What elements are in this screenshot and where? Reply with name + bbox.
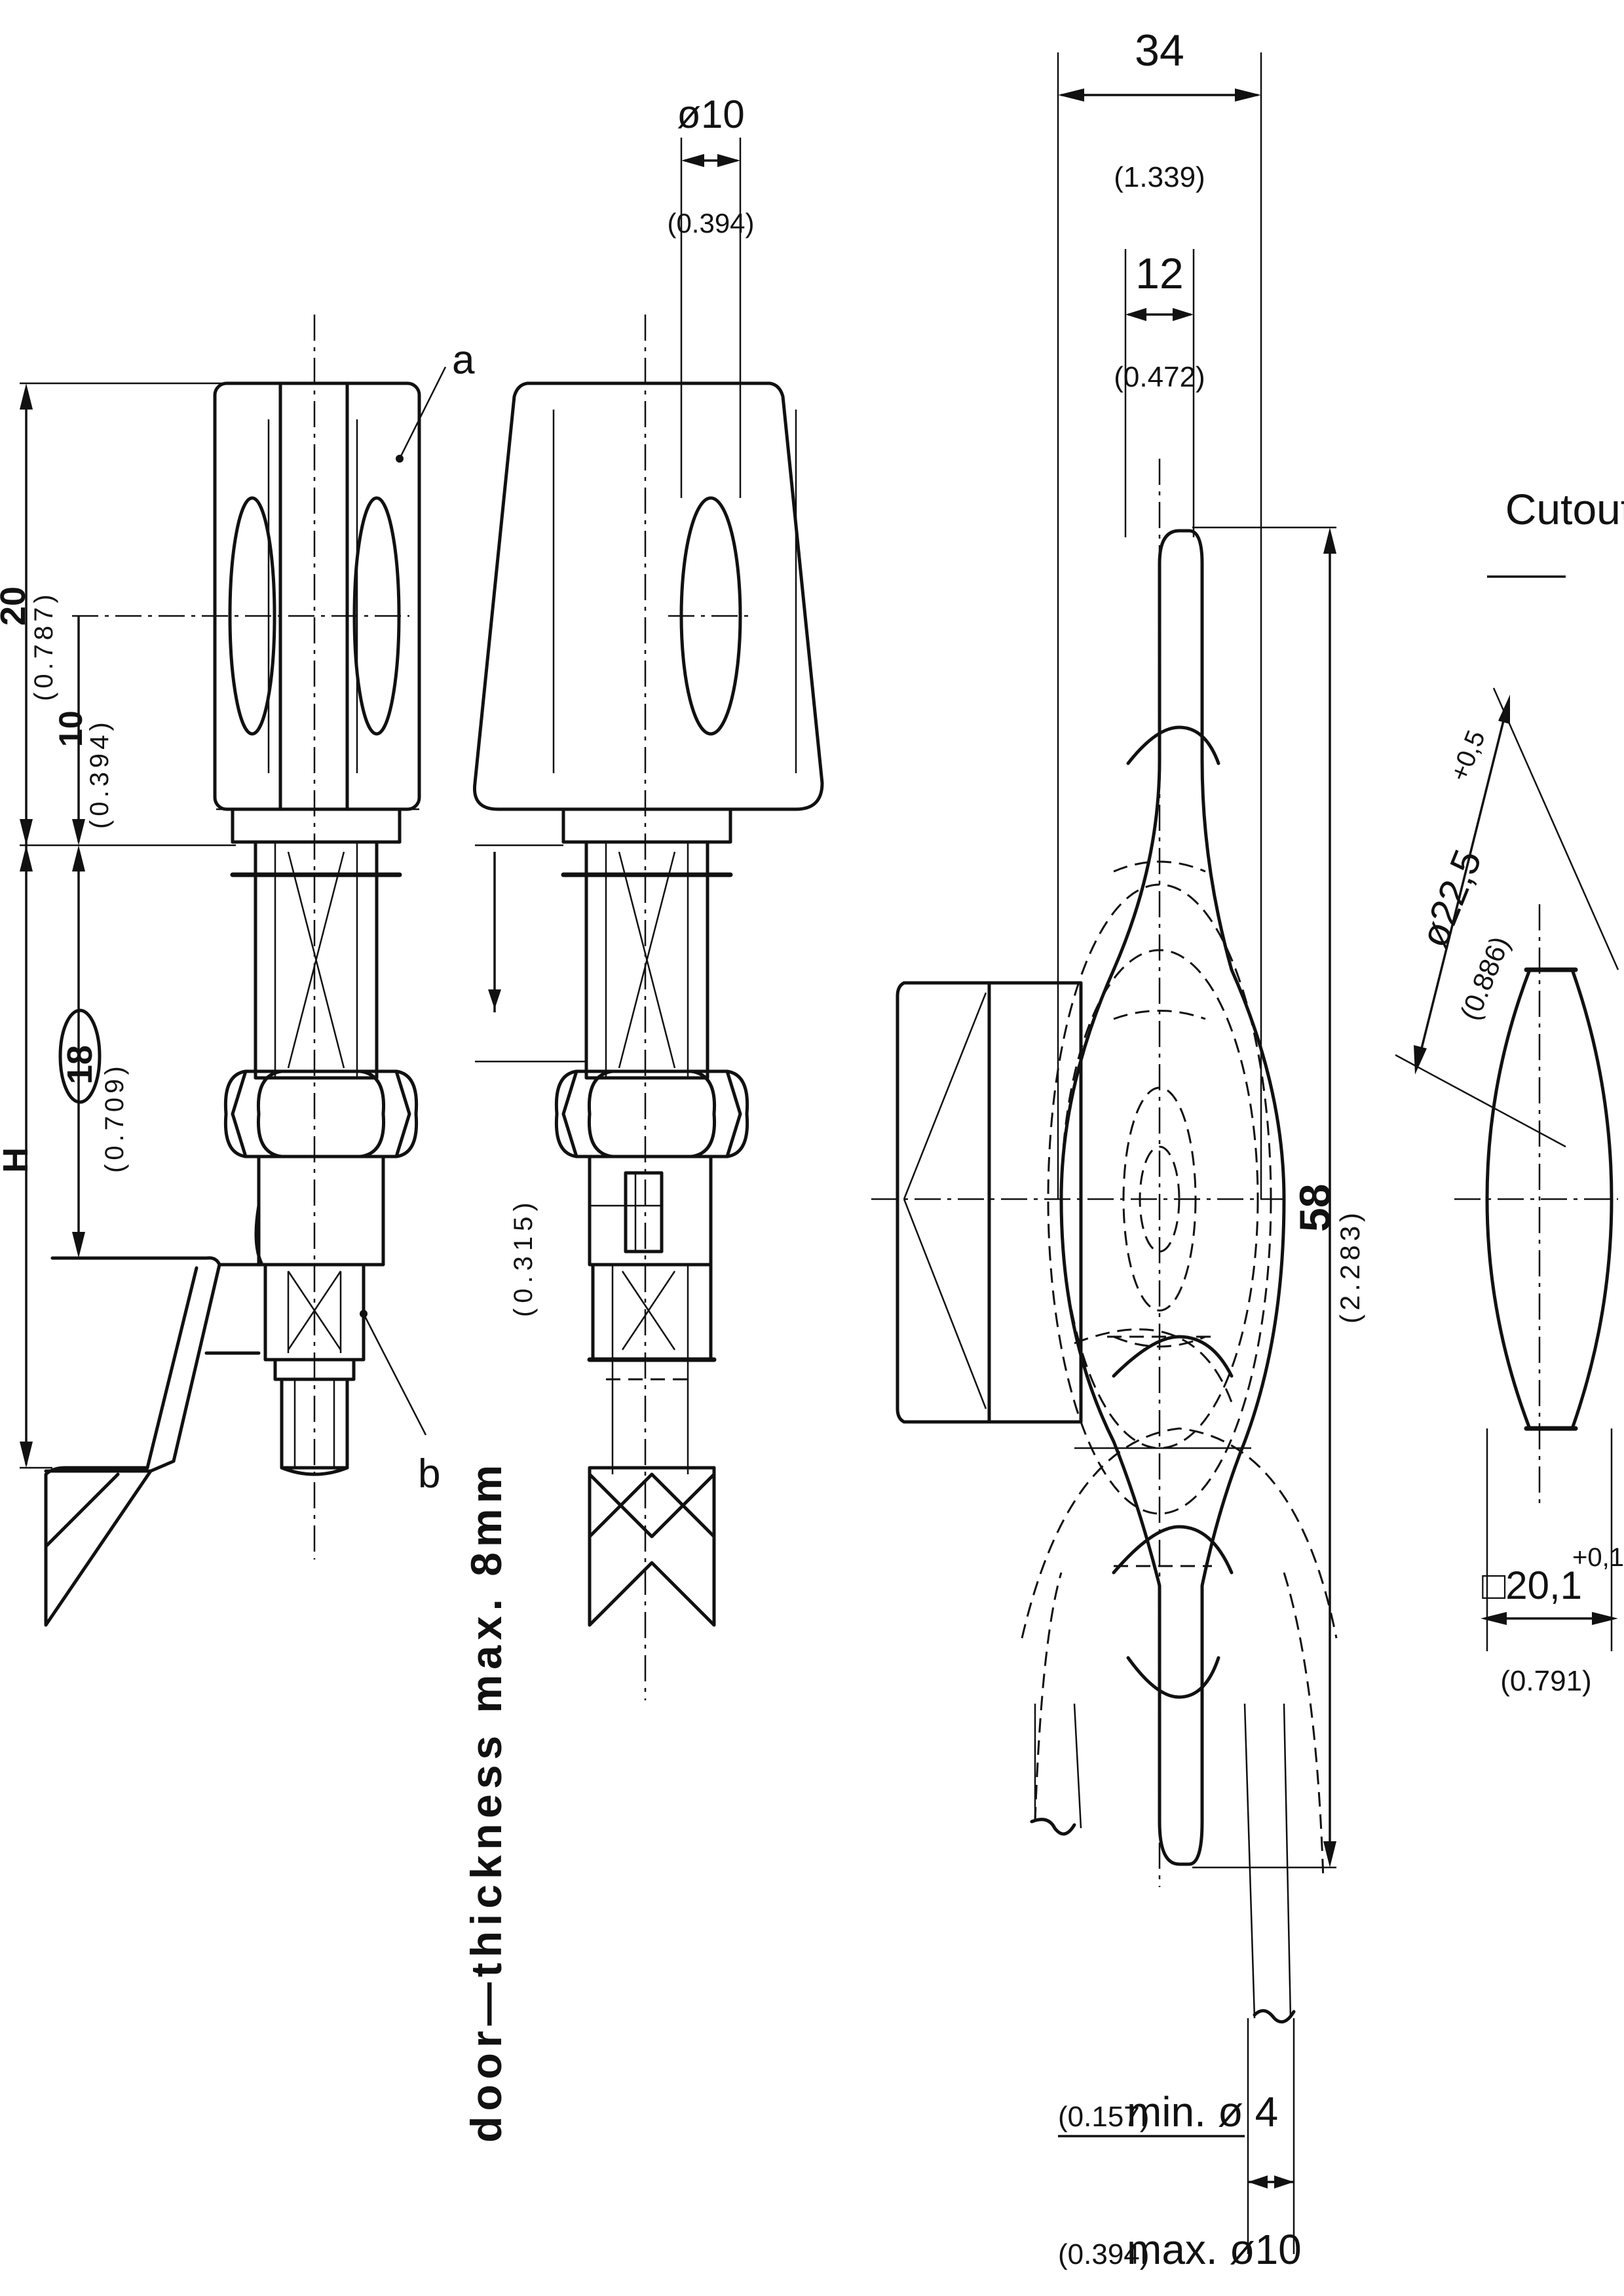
dim-max-inch: (0.394)	[1058, 2238, 1149, 2270]
dim-max: max. ø10	[1127, 2226, 1302, 2273]
dim-d201-tol: +0,1	[1572, 1543, 1624, 1572]
dim-d201-inch: (0.791)	[1500, 1665, 1591, 1697]
dim-d22: ø22,5	[1412, 844, 1490, 953]
dim-34: 34	[1135, 26, 1184, 75]
side-view-middle: ø10 (0.394) door—thickness max. 8mm (0.3…	[462, 92, 824, 2143]
dim-10: 10	[52, 710, 89, 747]
front-view: 34 (1.339) 12 (0.472) 58 (2.283) (0.157)…	[871, 26, 1365, 2273]
dim-d201: □20,1	[1482, 1563, 1582, 1607]
dim-d22-tol: +0,5	[1445, 727, 1491, 786]
dim-20-inch: (0.787)	[29, 590, 58, 701]
dim-10-inch: (0.394)	[85, 718, 114, 829]
dim-min: min. ø 4	[1127, 2088, 1278, 2135]
dim-12-inch: (0.472)	[1114, 361, 1205, 393]
dim-20: 20	[0, 586, 33, 626]
door-thickness-inch: (0.315)	[509, 1197, 538, 1317]
cutout-title: Cutout	[1505, 485, 1624, 533]
dim-12: 12	[1135, 249, 1183, 297]
label-a: a	[452, 337, 475, 383]
dim-d22-inch: (0.886)	[1454, 932, 1515, 1024]
dim-18-inch: (0.709)	[100, 1062, 129, 1173]
dim-58-inch: (2.283)	[1334, 1209, 1365, 1324]
dim-d10: ø10	[677, 92, 744, 136]
cutout-view: Cutout ø22,5 +0,5 (0.886) □20,1 +0,1 (0.…	[1395, 485, 1624, 1697]
side-view-left: a b	[44, 315, 475, 1627]
dim-34-inch: (1.339)	[1114, 161, 1205, 193]
label-b: b	[418, 1451, 440, 1497]
dim-58: 58	[1291, 1184, 1339, 1232]
dim-min-inch: (0.157)	[1058, 2101, 1149, 2133]
dim-h: H	[0, 1147, 35, 1173]
door-thickness-label: door—thickness max. 8mm	[462, 1460, 510, 2143]
dim-d10-inch: (0.394)	[667, 208, 754, 239]
dim-18: 18	[60, 1045, 100, 1084]
left-dimensions: 20 (0.787) 10 (0.394) H 18 (0.709)	[0, 382, 236, 1469]
